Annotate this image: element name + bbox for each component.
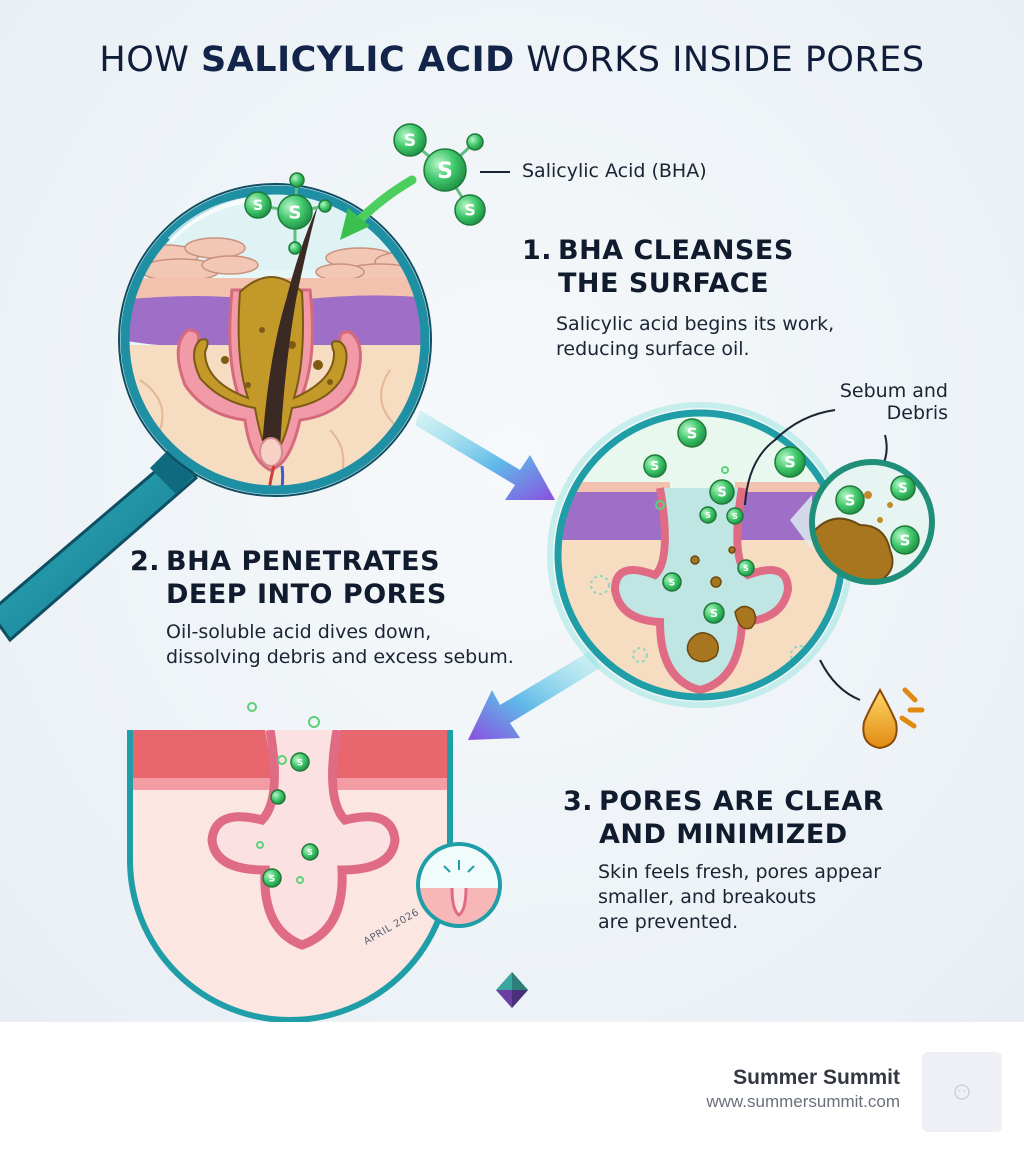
molecule-letter: S xyxy=(687,424,698,442)
clear-pore-view xyxy=(127,730,502,1022)
face-icon xyxy=(954,1084,970,1100)
molecule-icon xyxy=(288,241,302,255)
oil-droplet-icon xyxy=(862,687,925,750)
molecule-letter: S xyxy=(297,758,303,768)
molecule-icon: S xyxy=(774,446,806,478)
molecule-icon: S xyxy=(423,148,467,192)
molecule-icon: S xyxy=(262,868,282,888)
molecule-icon: S xyxy=(677,418,707,448)
flow-arrow-1 xyxy=(415,410,555,500)
molecule-icon: S xyxy=(393,123,427,157)
step-3-heading: 3.PORES ARE CLEAR AND MINIMIZED xyxy=(563,786,885,850)
molecule-icon: S xyxy=(277,194,313,230)
brand-logo xyxy=(922,1052,1002,1132)
molecule-icon: S xyxy=(301,843,319,861)
molecule-icon: S xyxy=(890,475,916,501)
molecule-icon xyxy=(270,789,286,805)
molecule-icon: S xyxy=(726,507,744,525)
infographic: HOW SALICYLIC ACID WORKS INSIDE PORES xyxy=(0,0,1024,1022)
molecule-letter: S xyxy=(845,491,856,509)
surface-pore-view xyxy=(118,175,432,497)
bubbles xyxy=(247,466,729,884)
molecule-icon xyxy=(318,199,332,213)
molecule-icon: S xyxy=(835,485,865,515)
molecule-letter: S xyxy=(464,201,476,220)
molecule-icon: S xyxy=(244,191,272,219)
molecule-letter: S xyxy=(710,607,718,620)
step-1-text: Salicylic acid begins its work,reducing … xyxy=(556,313,835,360)
molecule-icon: S xyxy=(703,602,725,624)
molecule-icon: S xyxy=(662,572,682,592)
molecule-letter: S xyxy=(269,874,275,884)
molecule-letter: S xyxy=(437,159,453,184)
molecule-letter: S xyxy=(743,564,749,573)
molecule-icon: S xyxy=(709,479,735,505)
molecule-letter: S xyxy=(784,453,796,472)
molecule-letter: S xyxy=(651,459,660,473)
molecule-icon xyxy=(289,172,305,188)
molecule-icon: S xyxy=(737,559,755,577)
brand-url[interactable]: www.summersummit.com xyxy=(706,1092,900,1111)
brand-block: Summer Summit www.summersummit.com xyxy=(706,1066,900,1112)
sebum-label: Sebum and Debris xyxy=(839,380,948,424)
molecule-letter: S xyxy=(669,578,675,588)
molecule-letter: S xyxy=(732,512,738,521)
molecule-letter: S xyxy=(717,486,726,501)
molecule-letter: S xyxy=(307,848,313,857)
molecule-letter: S xyxy=(404,131,416,151)
molecule-letter: S xyxy=(900,531,911,549)
flow-arrow-2 xyxy=(468,650,600,740)
molecule-letter: S xyxy=(705,511,711,520)
molecule-icon: S xyxy=(890,525,920,555)
molecule-icon: S xyxy=(699,506,717,524)
page-title: HOW SALICYLIC ACID WORKS INSIDE PORES xyxy=(99,40,925,80)
step-2-heading: 2.BHA PENETRATES DEEP INTO PORES xyxy=(130,546,447,610)
molecule-icon xyxy=(466,133,484,151)
step-2-text: Oil-soluble acid dives down,dissolving d… xyxy=(166,621,514,668)
molecule-icon: S xyxy=(454,194,486,226)
magnifier-handle xyxy=(0,448,198,643)
molecule-letter: S xyxy=(289,202,302,223)
diamond-logo-icon xyxy=(496,972,528,1008)
footer: Summer Summit www.summersummit.com xyxy=(0,1022,1024,1154)
molecule-letter: S xyxy=(898,482,907,497)
penetration-pore-view xyxy=(547,402,935,750)
molecule-icon: S xyxy=(643,454,667,478)
step-1-heading: 1.BHA CLEANSES THE SURFACE xyxy=(522,235,794,299)
molecule-icon: S xyxy=(290,752,310,772)
minimized-pore-icon xyxy=(416,842,502,928)
brand-name: Summer Summit xyxy=(733,1066,900,1089)
molecule-label: Salicylic Acid (BHA) xyxy=(522,160,707,182)
molecule-letter: S xyxy=(253,198,263,214)
